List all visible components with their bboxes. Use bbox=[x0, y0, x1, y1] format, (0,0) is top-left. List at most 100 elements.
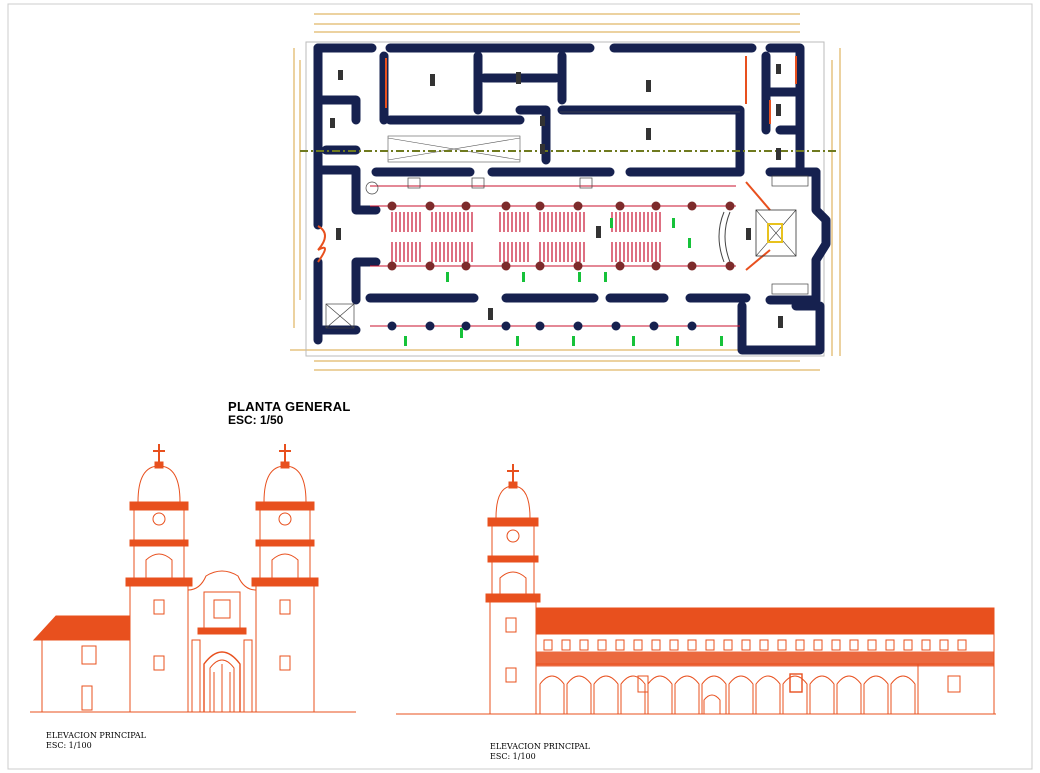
upper-window bbox=[741, 639, 751, 651]
arch bbox=[647, 675, 673, 714]
column-icon bbox=[387, 321, 397, 331]
arch bbox=[890, 675, 916, 714]
green-marker bbox=[676, 336, 679, 346]
door-swings bbox=[317, 56, 797, 271]
room-symbols bbox=[330, 64, 783, 328]
plan-title: PLANTA GENERAL bbox=[228, 399, 351, 414]
green-marker bbox=[572, 336, 575, 346]
column-icon bbox=[687, 261, 697, 271]
column-icon bbox=[687, 321, 697, 331]
green-marker bbox=[404, 336, 407, 346]
upper-window bbox=[597, 639, 607, 651]
upper-window bbox=[705, 639, 715, 651]
upper-window bbox=[615, 639, 625, 651]
upper-window bbox=[543, 639, 553, 651]
column-icon bbox=[425, 261, 435, 271]
arch bbox=[674, 675, 700, 714]
column-icon bbox=[725, 261, 735, 271]
column-icon bbox=[615, 261, 625, 271]
arch bbox=[782, 675, 808, 714]
upper-window bbox=[867, 639, 877, 651]
altar bbox=[718, 209, 797, 263]
nave-lines bbox=[370, 185, 740, 327]
column-icon bbox=[535, 321, 545, 331]
column-icon bbox=[573, 201, 583, 211]
arch bbox=[701, 675, 727, 714]
column-icon bbox=[573, 261, 583, 271]
column-icon bbox=[387, 201, 397, 211]
upper-window bbox=[939, 639, 949, 651]
upper-window bbox=[651, 639, 661, 651]
column-icon bbox=[535, 201, 545, 211]
front-elevation-scale: ESC: 1/100 bbox=[46, 741, 92, 750]
arch bbox=[755, 675, 781, 714]
arch bbox=[836, 675, 862, 714]
green-marker bbox=[460, 328, 463, 338]
arch bbox=[593, 675, 619, 714]
upper-window bbox=[687, 639, 697, 651]
column-icon bbox=[461, 321, 471, 331]
columns bbox=[387, 201, 735, 331]
green-marker bbox=[578, 272, 581, 282]
arch bbox=[809, 675, 835, 714]
upper-window bbox=[885, 639, 895, 651]
column-icon bbox=[425, 201, 435, 211]
arch bbox=[728, 675, 754, 714]
stairs bbox=[325, 175, 809, 329]
column-icon bbox=[461, 201, 471, 211]
front-elevation-title: ELEVACION PRINCIPAL bbox=[46, 731, 146, 740]
arch bbox=[539, 675, 565, 714]
green-marker bbox=[632, 336, 635, 346]
column-icon bbox=[501, 321, 511, 331]
column-icon bbox=[535, 261, 545, 271]
upper-window bbox=[777, 639, 787, 651]
upper-window bbox=[669, 639, 679, 651]
plan-scale: ESC: 1/50 bbox=[228, 413, 284, 427]
arch bbox=[620, 675, 646, 714]
arch bbox=[566, 675, 592, 714]
upper-window bbox=[921, 639, 931, 651]
plan-outline bbox=[305, 41, 825, 357]
column-icon bbox=[651, 261, 661, 271]
column-icon bbox=[725, 201, 735, 211]
column-icon bbox=[573, 321, 583, 331]
pews bbox=[391, 212, 661, 262]
upper-window bbox=[633, 639, 643, 651]
column-icon bbox=[461, 261, 471, 271]
hatched-corridor bbox=[387, 111, 740, 163]
arch bbox=[863, 675, 889, 714]
side-elevation bbox=[396, 464, 996, 715]
green-marker bbox=[522, 272, 525, 282]
upper-window bbox=[831, 639, 841, 651]
upper-window bbox=[957, 639, 967, 651]
green-marker bbox=[672, 218, 675, 228]
column-icon bbox=[611, 321, 621, 331]
side-elevation-scale: ESC: 1/100 bbox=[490, 752, 536, 761]
column-icon bbox=[649, 321, 659, 331]
upper-window bbox=[813, 639, 823, 651]
column-icon bbox=[387, 261, 397, 271]
upper-window bbox=[759, 639, 769, 651]
green-marker bbox=[688, 238, 691, 248]
upper-window bbox=[723, 639, 733, 651]
dimension-lines bbox=[290, 13, 841, 371]
upper-window bbox=[579, 639, 589, 651]
walls bbox=[313, 43, 831, 355]
floor-plan bbox=[290, 13, 841, 371]
upper-window bbox=[903, 639, 913, 651]
sheet-border bbox=[7, 3, 1033, 770]
column-icon bbox=[687, 201, 697, 211]
upper-window bbox=[561, 639, 571, 651]
column-icon bbox=[651, 201, 661, 211]
column-icon bbox=[615, 201, 625, 211]
column-icon bbox=[501, 261, 511, 271]
column-icon bbox=[501, 201, 511, 211]
upper-window bbox=[849, 639, 859, 651]
column-icon bbox=[425, 321, 435, 331]
green-marker bbox=[720, 336, 723, 346]
upper-window bbox=[795, 639, 805, 651]
green-marker bbox=[446, 272, 449, 282]
green-markers bbox=[404, 218, 723, 346]
side-elevation-title: ELEVACION PRINCIPAL bbox=[490, 742, 590, 751]
